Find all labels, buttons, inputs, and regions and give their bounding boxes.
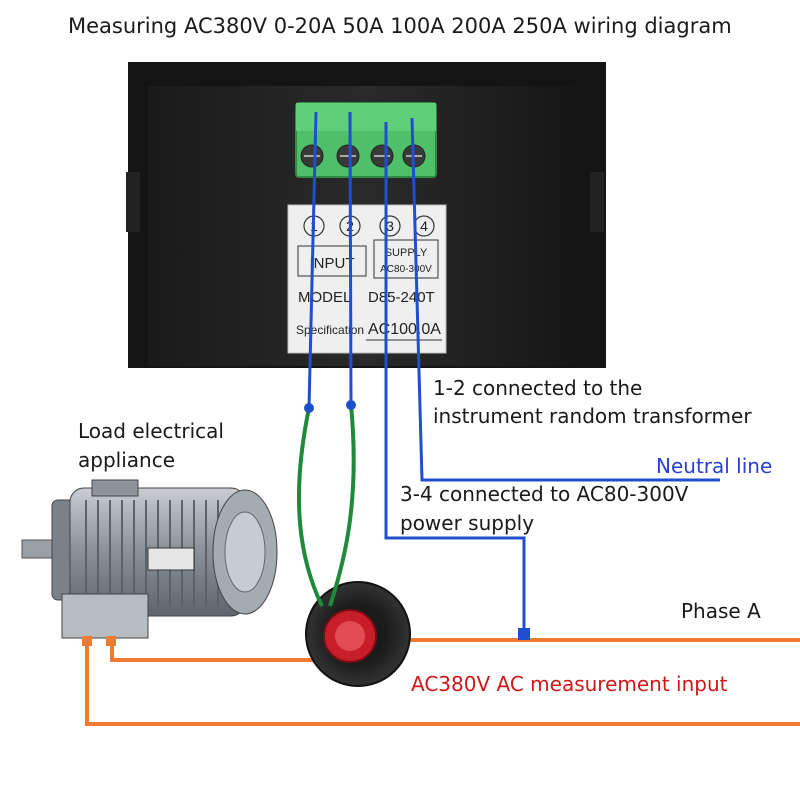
terminal-screw-icon bbox=[336, 144, 360, 168]
meter-clip-right bbox=[590, 172, 604, 232]
transformer-note-line1: 1-2 connected to the bbox=[433, 376, 643, 400]
ct-leads bbox=[297, 404, 356, 607]
neutral-line-label: Neutral line bbox=[656, 454, 773, 478]
blue-wires bbox=[307, 111, 720, 632]
motor-terminal-2 bbox=[106, 636, 116, 646]
load-label-line1: Load electrical bbox=[78, 419, 224, 443]
wire-terminal-1 bbox=[307, 111, 318, 409]
wire-terminal-3 bbox=[384, 122, 526, 632]
supply-note-line2: power supply bbox=[400, 511, 535, 535]
meter-clip-left bbox=[126, 172, 140, 232]
model-value: D85-240T bbox=[368, 289, 435, 306]
wire-terminal-4 bbox=[410, 117, 720, 482]
motor-icon bbox=[21, 479, 278, 646]
terminal-screw-icon bbox=[370, 144, 394, 168]
meter: 1 2 3 4 INPUT SUPPLY AC80-300V MODEL D85… bbox=[126, 62, 606, 368]
spec-value: AC100.0A bbox=[368, 321, 441, 338]
spec-key: Specification bbox=[296, 323, 364, 337]
terminal-block bbox=[295, 102, 437, 178]
phase-a-label: Phase A bbox=[681, 599, 761, 623]
wire-joint-dot bbox=[304, 403, 314, 413]
input-label: INPUT bbox=[310, 255, 355, 272]
supply-label: SUPPLY bbox=[385, 247, 428, 259]
wire-joint-dot bbox=[346, 400, 356, 410]
model-key: MODEL bbox=[298, 289, 351, 306]
motor-terminal-box bbox=[61, 593, 149, 639]
supply-note-line1: 3-4 connected to AC80-300V bbox=[400, 482, 689, 506]
diagram-title: Measuring AC380V 0-20A 50A 100A 200A 250… bbox=[68, 14, 732, 38]
current-transformer bbox=[305, 581, 411, 687]
terminal-number-3: 3 bbox=[386, 218, 394, 234]
mains-wire-lower bbox=[85, 642, 800, 726]
ct-lead-1 bbox=[297, 407, 324, 607]
transformer-note-line2: instrument random transformer bbox=[433, 404, 752, 428]
motor-nameplate bbox=[147, 547, 195, 571]
wire-terminal-2 bbox=[348, 111, 353, 406]
mains-wire-phase bbox=[110, 638, 800, 662]
terminal-number-4: 4 bbox=[420, 218, 428, 234]
terminal-screw-icon bbox=[300, 144, 324, 168]
measurement-input-label: AC380V AC measurement input bbox=[411, 672, 728, 696]
ct-lead-2 bbox=[328, 404, 356, 607]
supply-range: AC80-300V bbox=[380, 264, 432, 275]
motor-terminal-1 bbox=[82, 636, 92, 646]
load-label-line2: appliance bbox=[78, 448, 175, 472]
phase-connection-node bbox=[518, 628, 530, 640]
